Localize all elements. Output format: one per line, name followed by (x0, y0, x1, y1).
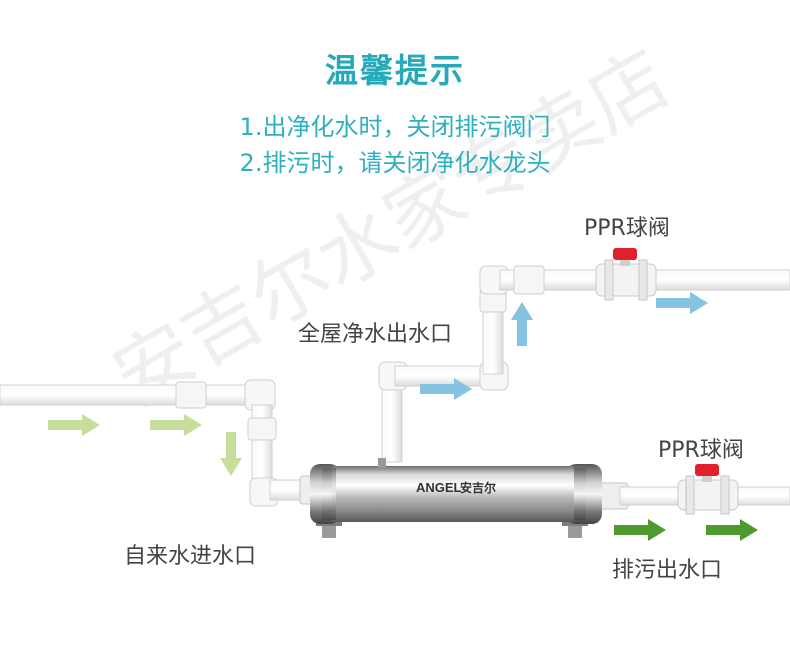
label-valve-top: PPR球阀 (584, 216, 670, 241)
tip-line-2: 2.排污时，请关闭净化水龙头 (239, 149, 551, 177)
drain-flow-arrows (614, 519, 758, 541)
label-valve-bottom: PPR球阀 (658, 438, 744, 463)
label-drain-outlet: 排污出水口 (612, 558, 723, 583)
filter-unit (310, 458, 602, 538)
arrow-right-icon (656, 292, 708, 314)
clean-water-flow-arrows (420, 292, 708, 400)
valve-bottom (677, 464, 739, 515)
arrow-right-icon (150, 414, 202, 436)
valve-top (595, 248, 657, 301)
arrow-right-icon (706, 519, 758, 541)
label-inlet: 自来水进水口 (124, 544, 257, 569)
arrow-right-icon (48, 414, 100, 436)
brand-logo-latin: ANGEL (416, 480, 462, 495)
page-title: 温馨提示 (325, 51, 465, 90)
inlet-pipe (0, 379, 319, 507)
tip-line-1: 1.出净化水时，关闭排污阀门 (239, 113, 551, 141)
arrow-up-icon (511, 302, 533, 346)
inlet-flow-arrows (48, 414, 242, 476)
arrow-right-icon (614, 519, 666, 541)
brand-logo-chinese: 安吉尔 (460, 480, 496, 495)
arrow-right-icon (420, 378, 472, 400)
label-house-outlet: 全屋净水出水口 (298, 322, 453, 347)
arrow-down-icon (220, 432, 242, 476)
